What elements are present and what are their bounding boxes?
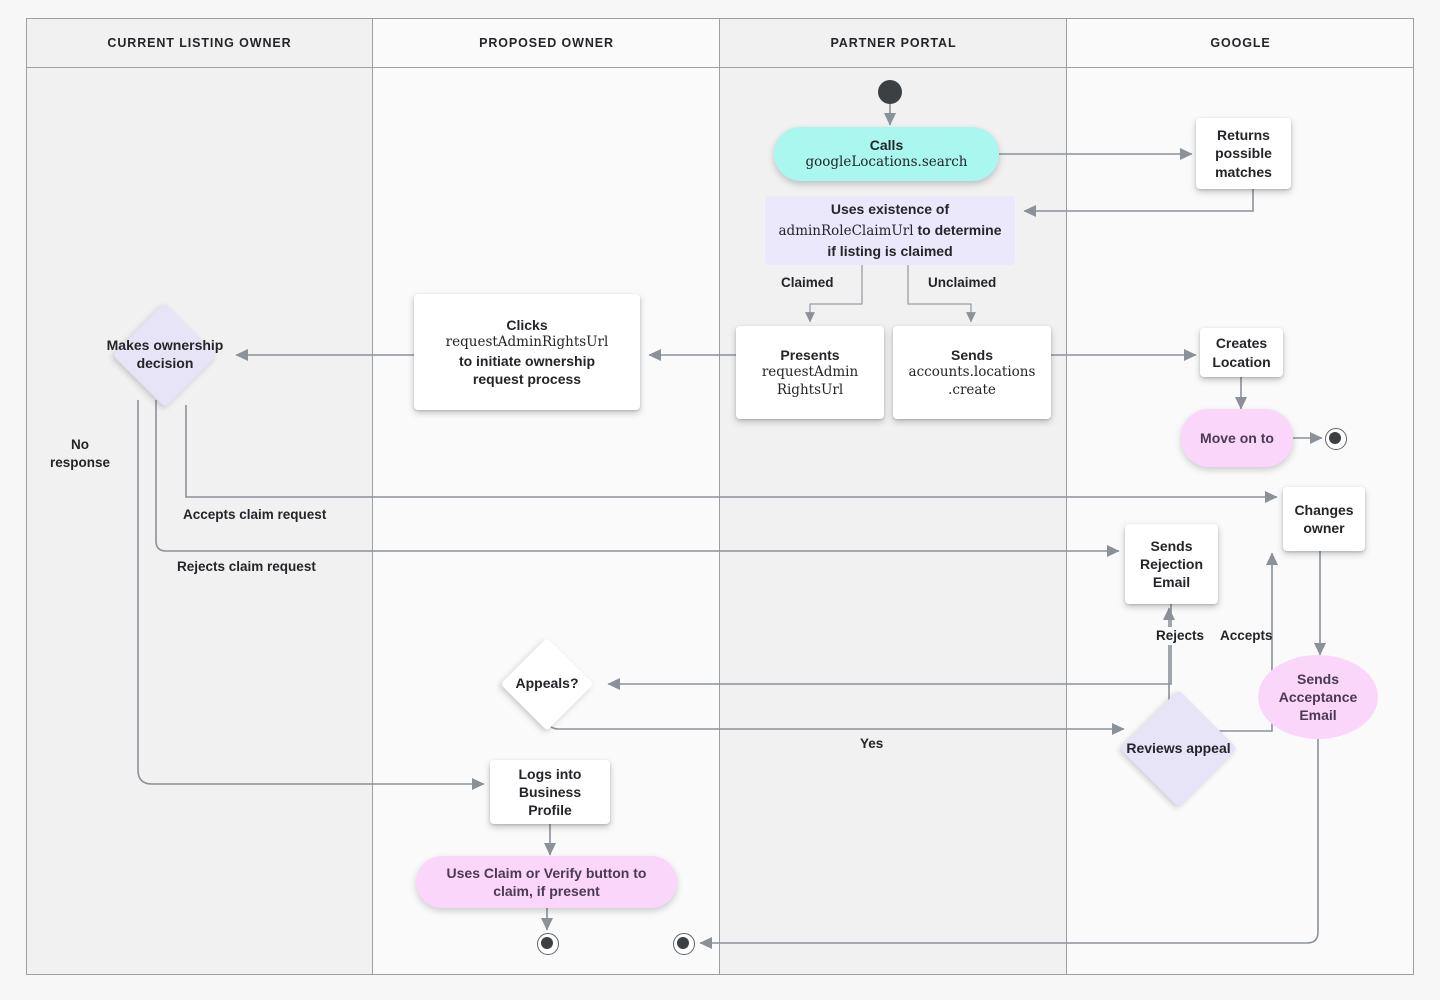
node-label: Changes owner — [1294, 501, 1354, 536]
node-sends-accounts-locations-create[interactable]: Sends accounts.locations .create — [893, 326, 1051, 419]
node-calls-google-locations-search[interactable]: Calls googleLocations.search — [774, 127, 999, 181]
node-line-2: accounts.locations — [908, 364, 1036, 381]
node-label: Uses Claim or Verify button to claim, if… — [446, 864, 647, 899]
node-line-1: Uses existence of — [830, 201, 950, 218]
node-line-1: Calls — [869, 137, 904, 154]
node-line-2: googleLocations.search — [805, 154, 968, 171]
node-line-3: to determine if listing is claimed — [827, 221, 1002, 260]
node-clicks-request-admin-rights-url[interactable]: Clicks requestAdminRightsUrl to initiate… — [414, 294, 640, 410]
start-node-circle — [878, 80, 902, 104]
node-presents-request-admin-rights-url[interactable]: Presents requestAdmin RightsUrl — [736, 326, 884, 419]
node-label: Move on to — [1200, 429, 1274, 446]
node-sends-rejection-email[interactable]: Sends Rejection Email — [1125, 524, 1218, 604]
node-line-3: RightsUrl — [776, 381, 844, 398]
node-code: adminRoleClaimUrl — [778, 222, 914, 239]
lane-bg-current-listing-owner — [26, 18, 373, 975]
node-label: Appeals? — [515, 675, 579, 692]
node-returns-possible-matches[interactable]: Returns possible matches — [1196, 118, 1291, 189]
node-label: Returns possible matches — [1215, 127, 1272, 180]
node-changes-owner[interactable]: Changes owner — [1283, 487, 1365, 551]
node-label: Makes ownership decision — [106, 337, 224, 371]
edge-label-accepts-claim-request: Accepts claim request — [183, 507, 327, 522]
node-reviews-appeal[interactable]: Reviews appeal — [1119, 689, 1238, 808]
node-creates-location[interactable]: Creates Location — [1200, 328, 1283, 377]
node-label: Logs into Business Profile — [518, 765, 582, 819]
node-makes-ownership-decision[interactable]: Makes ownership decision — [107, 302, 223, 408]
edge-label-unclaimed: Unclaimed — [928, 275, 997, 290]
node-label: Sends Acceptance Email — [1278, 670, 1358, 724]
node-sends-acceptance-email[interactable]: Sends Acceptance Email — [1258, 655, 1378, 739]
lane-header-label: CURRENT LISTING OWNER — [107, 36, 292, 50]
edge-label-accepts: Accepts — [1220, 628, 1273, 643]
lane-header-label: GOOGLE — [1210, 36, 1271, 50]
node-label: Creates Location — [1212, 335, 1271, 370]
lane-header-current-listing-owner: CURRENT LISTING OWNER — [26, 18, 373, 68]
end-node-proposed-owner — [537, 933, 559, 955]
end-node-google — [1325, 428, 1347, 450]
node-line-1: Sends — [950, 346, 993, 363]
edge-label-rejects-claim-request: Rejects claim request — [177, 559, 316, 574]
node-line-2: requestAdminRightsUrl — [445, 334, 609, 351]
node-line-1: Presents — [780, 346, 840, 363]
node-logs-into-business-profile[interactable]: Logs into Business Profile — [490, 760, 610, 824]
node-line-3: to initiate ownership request process — [458, 352, 596, 387]
node-uses-existence-of-admin-role-claim-url[interactable]: Uses existence of adminRoleClaimUrl to d… — [765, 196, 1015, 265]
edge-label-yes: Yes — [857, 735, 887, 754]
lane-header-partner-portal: PARTNER PORTAL — [720, 18, 1067, 68]
node-move-on-to[interactable]: Move on to — [1181, 409, 1293, 467]
node-label: Sends Rejection Email — [1139, 537, 1203, 591]
lane-header-label: PARTNER PORTAL — [830, 36, 957, 50]
node-line-3: .create — [948, 381, 996, 398]
node-line-1: Clicks — [506, 316, 548, 333]
node-line-2: requestAdmin — [761, 364, 859, 381]
node-label: Reviews appeal — [1126, 739, 1231, 756]
edge-label-no-response: No response — [49, 437, 111, 471]
edge-label-claimed: Claimed — [781, 275, 834, 290]
lane-header-google: GOOGLE — [1067, 18, 1414, 68]
lane-header-label: PROPOSED OWNER — [479, 36, 614, 50]
lane-header-proposed-owner: PROPOSED OWNER — [373, 18, 720, 68]
node-uses-claim-or-verify-button[interactable]: Uses Claim or Verify button to claim, if… — [416, 856, 677, 908]
edge-label-rejects: Rejects — [1153, 627, 1208, 646]
end-node-proposed-owner-appeal — [673, 933, 695, 955]
node-appeals[interactable]: Appeals? — [500, 637, 594, 731]
lane-bg-proposed-owner — [373, 18, 720, 975]
